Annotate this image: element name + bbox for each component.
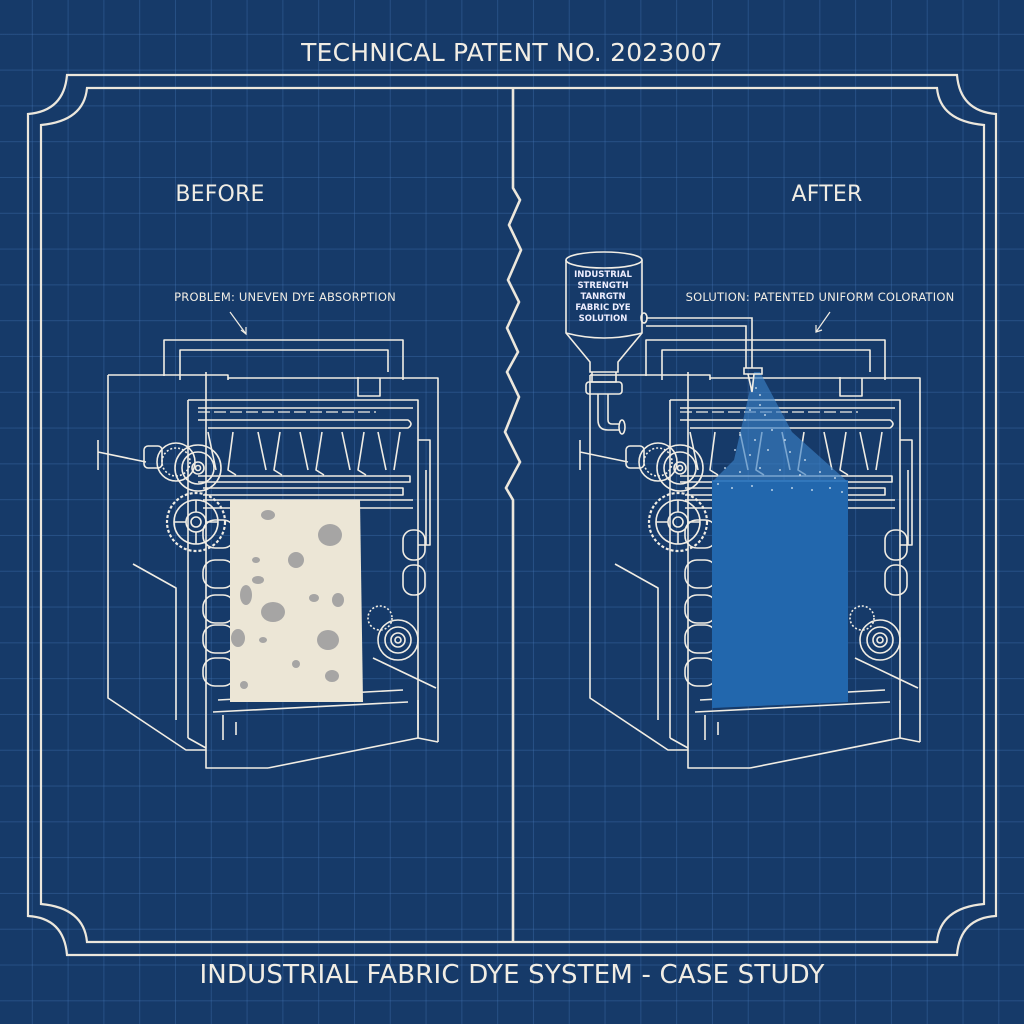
after-label: AFTER [791,182,863,207]
dye-stains [231,510,344,689]
outer-frame [26,73,998,957]
tank-label-line: STRENGTH [577,281,629,291]
footer-caption: INDUSTRIAL FABRIC DYE SYSTEM - CASE STUD… [199,960,825,990]
tank-label: INDUSTRIAL STRENGTH TANRGTN FABRIC DYE S… [566,270,640,325]
dye-tank [565,251,648,435]
dye-spray [712,372,848,482]
problem-annotation: PROBLEM: UNEVEN DYE ABSORPTION [174,290,396,304]
tank-label-line: INDUSTRIAL [574,270,632,280]
after-machine [578,311,922,770]
solution-annotation: SOLUTION: PATENTED UNIFORM COLORATION [685,290,955,304]
before-fabric [230,500,363,702]
tank-label-line: FABRIC DYE [575,303,631,313]
before-machine [96,311,440,770]
page-title: TECHNICAL PATENT NO. 2023007 [301,38,723,67]
dye-feed-pipe [646,317,763,393]
after-fabric [712,480,848,708]
tank-label-line: SOLUTION [578,314,628,324]
divider-line [503,88,523,942]
spray-droplets [717,387,843,493]
tank-label-line: TANRGTN [580,292,626,302]
before-label: BEFORE [175,182,265,207]
